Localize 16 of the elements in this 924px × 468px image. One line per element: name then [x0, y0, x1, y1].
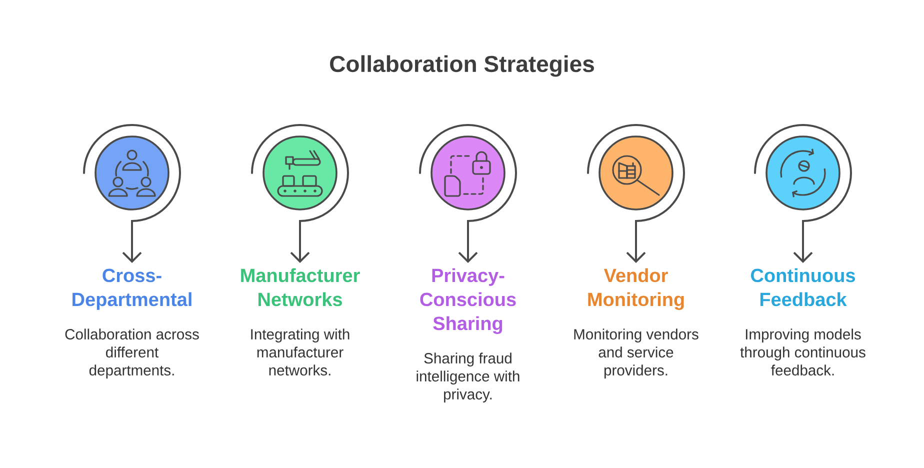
step-title: Manufacturer Networks: [241, 268, 360, 306]
curved-arrow: [587, 124, 685, 263]
curved-arrow: [419, 124, 517, 263]
curved-arrow: [83, 124, 181, 263]
step-title: Cross-Departmental: [72, 268, 192, 310]
step-title: Privacy-Conscious Sharing: [420, 268, 516, 334]
step-title: Vendor Monitoring: [588, 268, 684, 310]
curved-arrow: [251, 124, 349, 263]
curved-arrow: [754, 124, 852, 263]
title: Collaboration Strategies: [330, 55, 594, 77]
step-description: Integrating with manufacturer networks.: [251, 328, 350, 376]
step-title: Continuous Feedback: [751, 268, 855, 306]
step-description: Monitoring vendors and service providers.: [574, 328, 698, 378]
step-description: Improving models through continuous feedback.: [740, 328, 866, 376]
step-description: Sharing fraud intelligence with privacy.: [416, 352, 520, 402]
step-description: Collaboration across different departments.: [65, 328, 199, 378]
